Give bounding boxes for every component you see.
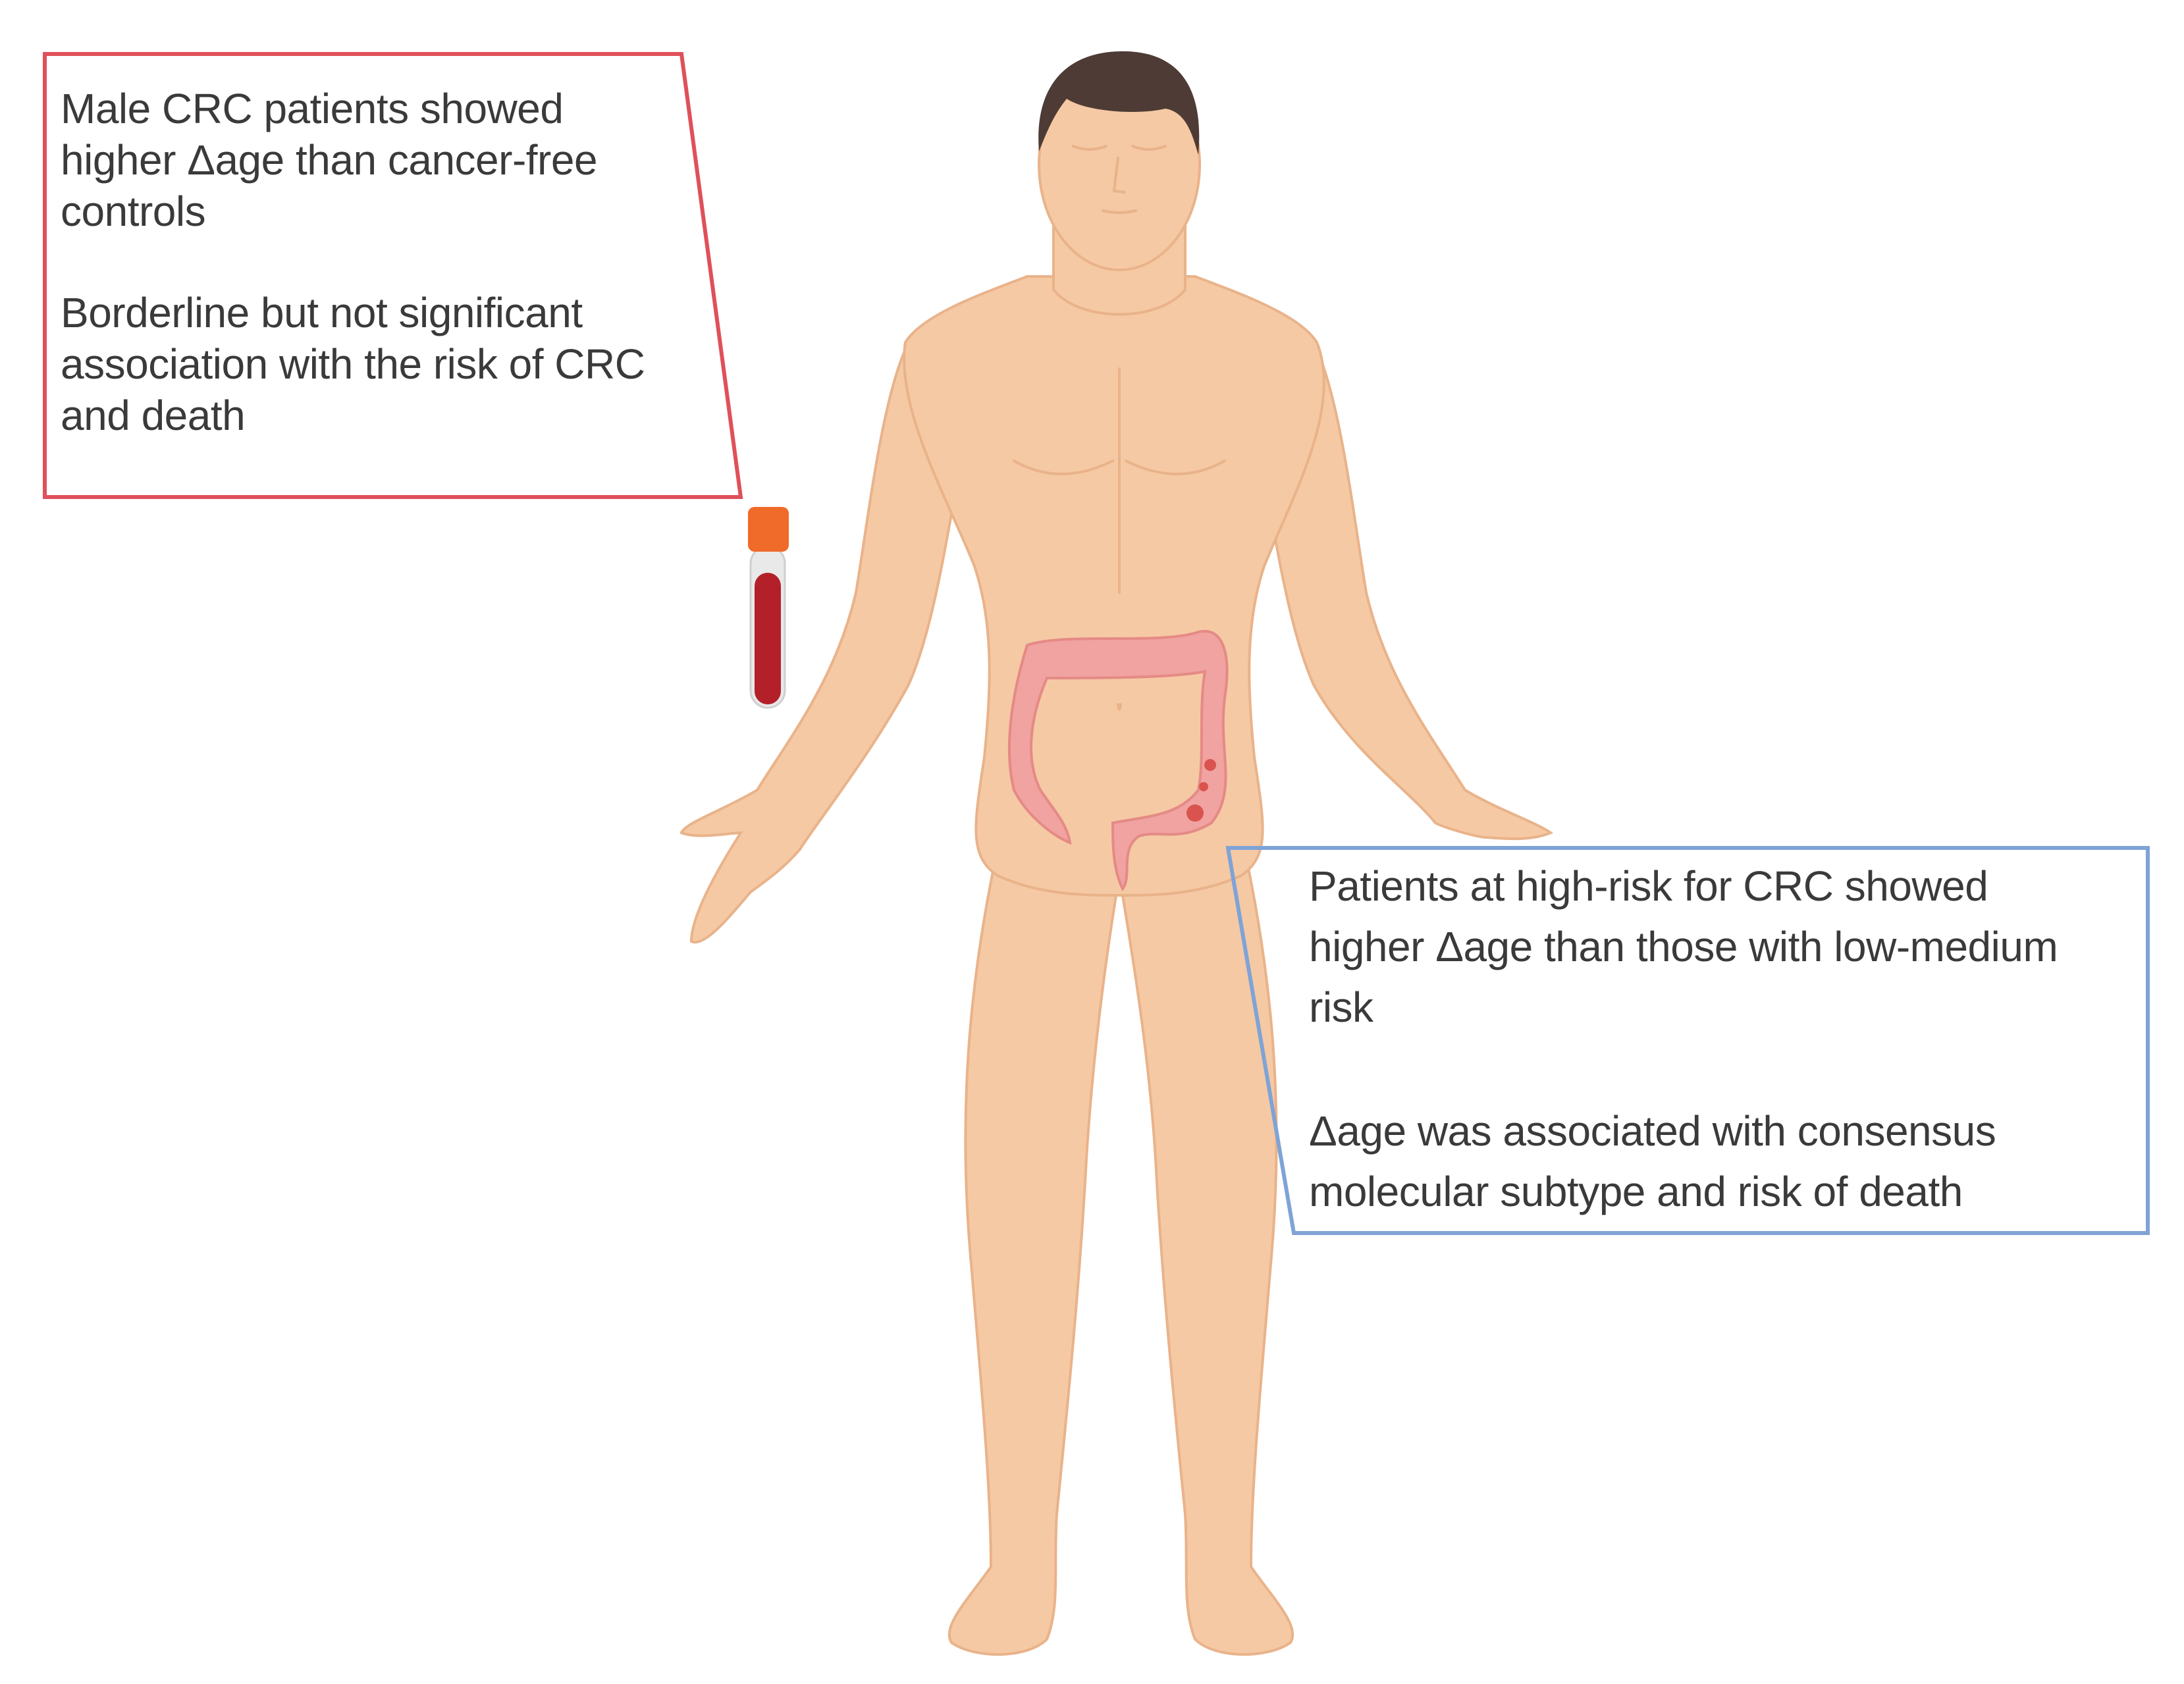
hair xyxy=(1038,51,1200,155)
right-paragraph-2: Δage was associated with consensus molec… xyxy=(1309,1101,2158,1222)
blood-tube-icon xyxy=(748,507,789,709)
human-figure xyxy=(679,51,1553,1656)
right-callout-frame xyxy=(1225,846,2150,1235)
mouth xyxy=(1102,209,1137,214)
left-callout-frame xyxy=(43,52,743,499)
text-line: Borderline but not significant xyxy=(61,289,583,336)
left-arm xyxy=(679,339,963,944)
closed-eyes xyxy=(1072,145,1167,151)
tube-blood xyxy=(755,573,781,704)
chest-lines xyxy=(1013,367,1226,594)
left-paragraph-2: Borderline but not significant associati… xyxy=(61,287,745,441)
right-leg xyxy=(1117,847,1294,1656)
text-line: controls xyxy=(61,188,206,235)
text-line: molecular subtype and risk of death xyxy=(1309,1168,1963,1215)
text-line: Δage was associated with consensus xyxy=(1309,1107,1996,1155)
nose xyxy=(1112,157,1126,194)
right-arm xyxy=(1259,339,1553,841)
colon xyxy=(1007,629,1229,891)
text-line: association with the risk of CRC xyxy=(61,340,645,388)
tube-cap xyxy=(748,507,789,552)
right-paragraph-1: Patients at high-risk for CRC showed hig… xyxy=(1309,856,2158,1038)
text-line: risk xyxy=(1309,984,1373,1031)
text-line: higher Δage than those with low-medium xyxy=(1309,923,2058,970)
left-leg xyxy=(947,847,1121,1656)
text-line: higher Δage than cancer-free xyxy=(61,136,598,184)
left-callout-text: Male CRC patients showed higher Δage tha… xyxy=(61,83,745,441)
tumor-dot xyxy=(1199,782,1208,791)
tumor-dot xyxy=(1204,759,1216,771)
text-line: and death xyxy=(61,392,246,439)
left-paragraph-1: Male CRC patients showed higher Δage tha… xyxy=(61,83,745,237)
tumor-dot xyxy=(1186,804,1204,822)
text-line: Patients at high-risk for CRC showed xyxy=(1309,862,1988,910)
text-line: Male CRC patients showed xyxy=(61,85,564,132)
right-callout-text: Patients at high-risk for CRC showed hig… xyxy=(1309,856,2158,1222)
navel xyxy=(1117,703,1122,711)
torso xyxy=(903,275,1325,897)
